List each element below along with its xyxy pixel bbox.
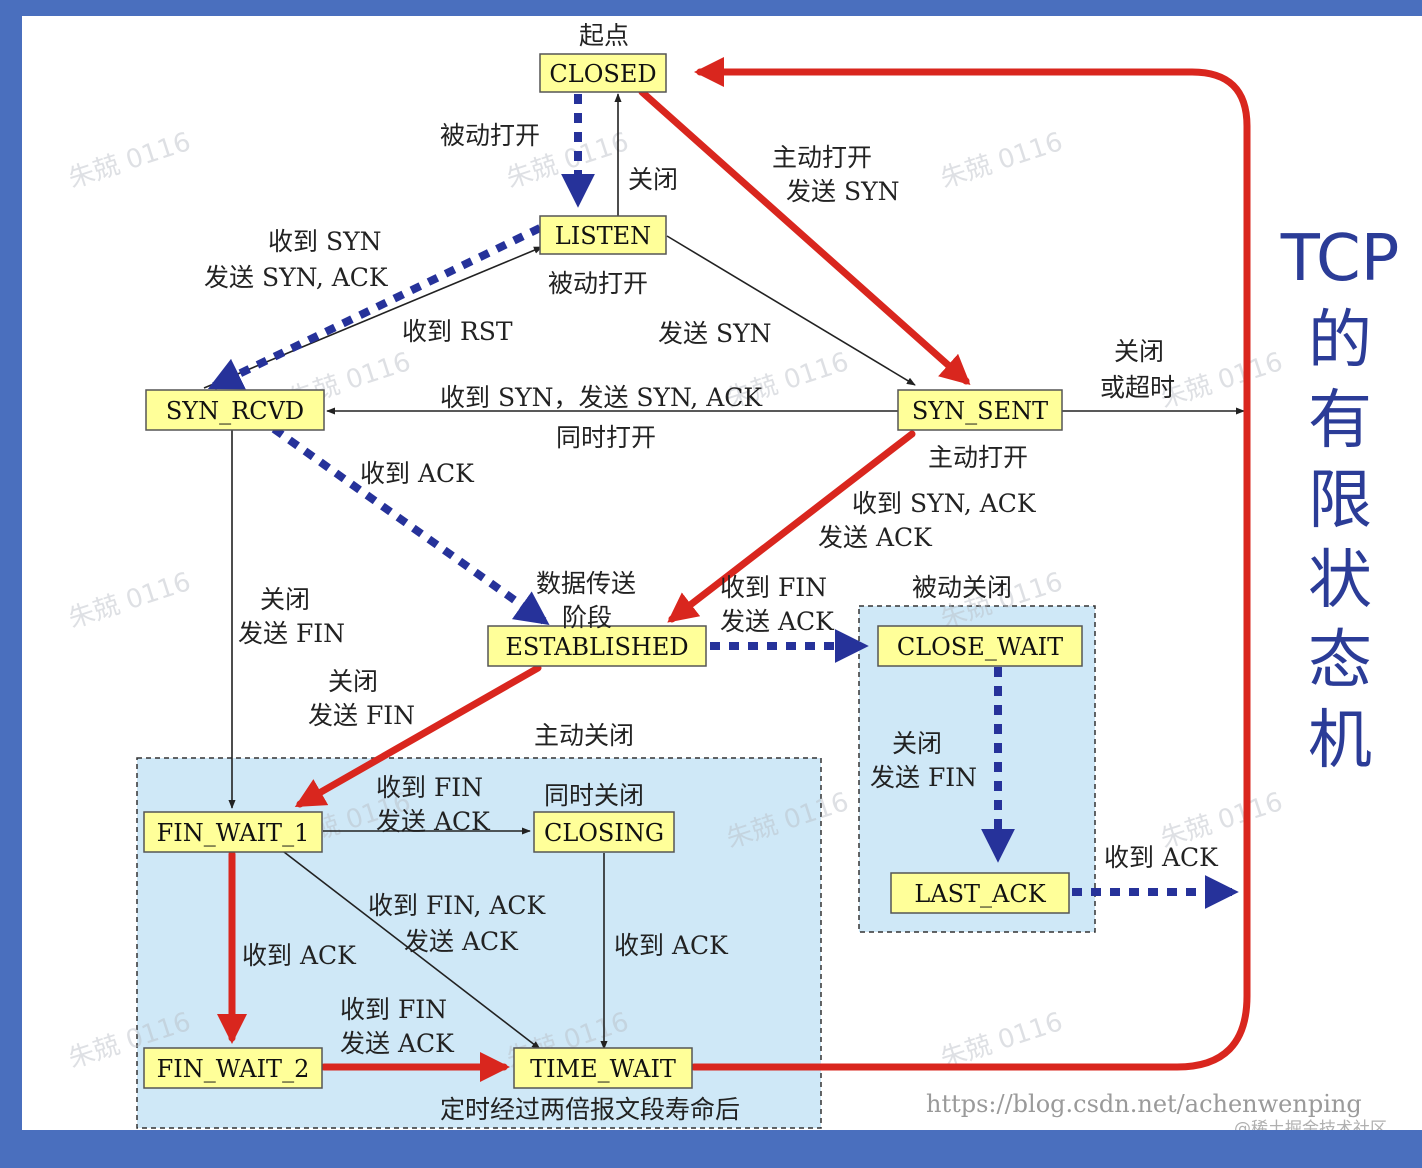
svg-text:机: 机 [1308, 704, 1372, 778]
label-active-close: 主动关闭 [534, 721, 634, 750]
label-send-ack-3: 发送 ACK [404, 927, 519, 956]
label-recv-ack-last: 收到 ACK [1104, 843, 1219, 872]
listen-to-synrcvd-arrow [207, 224, 542, 390]
svg-text:CLOSING: CLOSING [544, 819, 664, 847]
closed-to-synsent-arrow [638, 88, 971, 385]
label-passive-close: 被动关闭 [912, 573, 1012, 602]
label-send-syn-2: 发送 SYN [658, 319, 771, 348]
svg-text:LAST_ACK: LAST_ACK [914, 880, 1046, 908]
svg-text:限: 限 [1308, 464, 1372, 538]
label-close-or-timeout-1: 关闭 [1114, 337, 1164, 366]
label-fw2-recv-fin: 收到 FIN [340, 995, 447, 1024]
svg-text:SYN_RCVD: SYN_RCVD [166, 397, 304, 425]
label-simul-close: 同时关闭 [544, 781, 644, 810]
state-fin-wait-2: FIN_WAIT_2 [143, 1047, 323, 1089]
svg-text:朱兢 0116: 朱兢 0116 [937, 127, 1067, 195]
svg-text:有: 有 [1308, 384, 1372, 458]
svg-text:FIN_WAIT_2: FIN_WAIT_2 [157, 1055, 310, 1083]
label-passive-open: 被动打开 [440, 121, 540, 150]
svg-text:朱兢 0116: 朱兢 0116 [1157, 347, 1287, 415]
svg-text:ESTABLISHED: ESTABLISHED [505, 633, 688, 661]
vertical-title: TCP 的 有 限 状 态 机 [1280, 222, 1400, 778]
svg-text:状: 状 [1308, 544, 1372, 618]
label-close-or-timeout-2: 或超时 [1100, 373, 1175, 402]
label-fw2-send-ack: 发送 ACK [340, 1029, 455, 1058]
svg-text:态: 态 [1308, 624, 1372, 698]
svg-text:FIN_WAIT_1: FIN_WAIT_1 [157, 819, 310, 847]
listen-to-synsent-arrow [666, 235, 916, 386]
diagram-canvas: 朱兢 0116 朱兢 0116 朱兢 0116 朱兢 0116 朱兢 0116 … [22, 16, 1422, 1130]
established-to-finwait1-arrow [294, 664, 542, 808]
label-send-ack: 发送 ACK [818, 523, 933, 552]
state-established: ESTABLISHED [487, 625, 707, 667]
source-url: https://blog.csdn.net/achenwenping [926, 1090, 1362, 1118]
label-send-ack-2: 发送 ACK [720, 607, 835, 636]
label-fw1-recv-ack: 收到 ACK [242, 941, 357, 970]
label-closing-recv-ack: 收到 ACK [614, 931, 729, 960]
label-send-syn-ack: 发送 SYN, ACK [204, 263, 389, 292]
label-data-transfer-2: 阶段 [562, 603, 612, 632]
label-send-syn: 发送 SYN [786, 177, 899, 206]
state-syn-rcvd: SYN_RCVD [145, 389, 325, 431]
finwait1-to-timewait-arrow [283, 851, 541, 1050]
svg-text:朱兢 0116: 朱兢 0116 [65, 567, 195, 635]
label-cw-send-fin: 发送 FIN [870, 763, 977, 792]
state-closing: CLOSING [533, 811, 675, 853]
synrcvd-to-established-arrow [271, 425, 550, 625]
state-time-wait: TIME_WAIT [513, 1047, 693, 1089]
label-active-open: 主动打开 [772, 143, 872, 172]
svg-text:LISTEN: LISTEN [555, 222, 651, 250]
state-last-ack: LAST_ACK [890, 872, 1070, 914]
label-data-transfer-1: 数据传送 [536, 569, 636, 598]
credit-text: @稀土掘金技术社区 [1234, 1119, 1387, 1130]
label-recv-syn-ack: 收到 SYN, ACK [852, 489, 1037, 518]
label-recv-rst: 收到 RST [402, 317, 513, 346]
label-fw1-send-ack: 发送 ACK [376, 807, 491, 836]
label-simul-open: 同时打开 [556, 423, 656, 452]
timewait-to-closed-arrow [690, 57, 1251, 1071]
label-recv-fin-ack: 收到 FIN, ACK [368, 891, 547, 920]
state-listen: LISTEN [539, 215, 667, 255]
svg-text:的: 的 [1308, 304, 1372, 378]
state-closed: CLOSED [539, 53, 667, 93]
blue-transitions [207, 94, 1239, 909]
label-start: 起点 [579, 21, 629, 50]
label-close-1: 关闭 [260, 585, 310, 614]
label-send-fin-2: 发送 FIN [308, 701, 415, 730]
label-recv-syn: 收到 SYN [268, 227, 381, 256]
label-close: 关闭 [628, 165, 678, 194]
state-fin-wait-1: FIN_WAIT_1 [143, 811, 323, 853]
svg-text:SYN_SENT: SYN_SENT [912, 397, 1048, 425]
label-cw-close: 关闭 [892, 729, 942, 758]
transition-labels: 起点 被动打开 关闭 主动打开 发送 SYN 收到 SYN 发送 SYN, AC… [204, 21, 1219, 1124]
svg-text:朱兢 0116: 朱兢 0116 [65, 127, 195, 195]
label-recv-fin: 收到 FIN [720, 573, 827, 602]
label-recv-ack: 收到 ACK [360, 459, 475, 488]
svg-text:CLOSED: CLOSED [549, 60, 656, 88]
label-simul-recv: 收到 SYN，发送 SYN, ACK [440, 383, 763, 412]
label-timeout: 定时经过两倍报文段寿命后 [440, 1095, 740, 1124]
label-passive-open-listen: 被动打开 [548, 269, 648, 298]
label-close-2: 关闭 [328, 667, 378, 696]
label-fw1-recv-fin: 收到 FIN [376, 773, 483, 802]
svg-text:TCP: TCP [1280, 222, 1400, 296]
red-transitions [217, 57, 1251, 1082]
svg-text:TIME_WAIT: TIME_WAIT [530, 1055, 676, 1083]
state-syn-sent: SYN_SENT [897, 389, 1063, 431]
synsent-to-established-arrow [667, 430, 916, 623]
label-send-fin-1: 发送 FIN [238, 619, 345, 648]
state-close-wait: CLOSE_WAIT [877, 625, 1083, 667]
label-active-open-2: 主动打开 [928, 443, 1028, 472]
svg-text:CLOSE_WAIT: CLOSE_WAIT [897, 633, 1063, 661]
